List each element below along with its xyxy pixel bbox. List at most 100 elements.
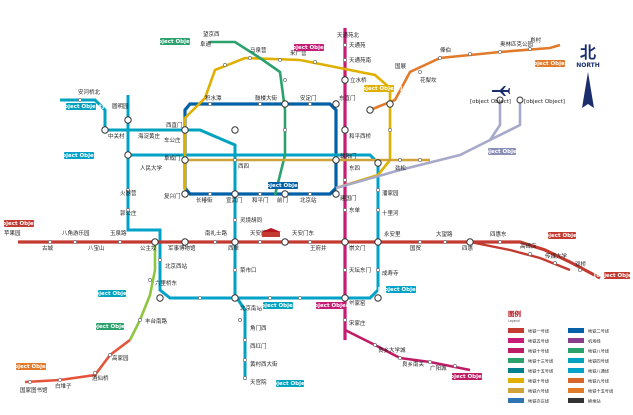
station-label: 白堆子 [55, 382, 72, 390]
legend: 图例 Legend 地铁一号线地铁二号线地铁五号线机场线地铁十号线地铁八号线地铁… [508, 309, 614, 405]
legend-swatch [568, 368, 584, 373]
regular-stations [28, 43, 582, 384]
legend-swatch [508, 398, 524, 403]
legend-label: 地铁八通线 [588, 368, 610, 375]
station-label: 俸伯 [440, 46, 451, 54]
station-label: 苹果园 [4, 229, 21, 237]
station-label: 国展 [395, 63, 407, 70]
legend-swatch [568, 388, 584, 393]
line-badge-label: [object Object] [0, 221, 43, 227]
line-badge-label: [object Object] [444, 374, 491, 380]
station-label: 车公庄 [164, 136, 181, 144]
station-label: 四惠东 [490, 230, 507, 238]
station-label: 北京南站 [240, 304, 263, 312]
legend-label: 地铁九号线 [588, 378, 610, 385]
line-1 [18, 240, 601, 280]
station-label: 良乡大学城 [378, 346, 406, 354]
station-label: 西直门 [166, 121, 183, 129]
line-2-loop [183, 102, 338, 196]
station-label: 公主坟 [140, 244, 157, 252]
station-label: 崇文门 [349, 244, 366, 252]
legend-label: 地铁四号线 [588, 358, 610, 365]
line-badge-label: [object Object] [527, 61, 574, 67]
station-label: 大望路 [436, 230, 453, 238]
station-label: 四惠 [462, 244, 474, 252]
line-9 [128, 242, 157, 341]
station-label: 东单 [349, 206, 361, 214]
legend-title-en: Legend [508, 319, 520, 323]
line-fangshan [24, 338, 131, 384]
north-label-cn: 北 [580, 43, 596, 62]
station-label: 永安里 [384, 230, 401, 238]
line-badge-label: [object Object] [56, 153, 103, 159]
station-label: 广阳城 [430, 364, 447, 372]
station-label: 东直门 [339, 94, 356, 102]
station-label: 高碑店 [520, 242, 537, 250]
station-label: 王府井 [310, 244, 327, 252]
legend-label: 地铁五号线 [528, 338, 550, 345]
station-label: 菜市口 [240, 266, 257, 274]
station-label: 人民大学 [140, 164, 163, 172]
station-label: 南礼士路 [205, 229, 228, 237]
station-label: 劲松 [395, 164, 407, 172]
transfer-stations [101, 76, 474, 302]
station-label: 军事博物馆 [168, 244, 196, 252]
station-label: 安河桥北 [78, 88, 101, 96]
legend-swatch [568, 398, 584, 403]
station-label: 宣武门 [226, 196, 243, 204]
station-label: 建国门 [340, 194, 357, 202]
station-label: 天通苑 [349, 41, 366, 49]
terminal-2-label: [object Object] [470, 99, 511, 105]
station-label: 国家图书馆 [20, 386, 48, 394]
station-label: 花梨坎 [420, 76, 437, 84]
legend-swatch [508, 388, 524, 393]
legend-label: 地铁十号线 [528, 348, 550, 355]
station-label: 立水桥 [350, 76, 367, 84]
legend-swatch [508, 358, 524, 363]
station-label: 双桥 [575, 260, 587, 268]
line-badge-label: [object Object] [539, 233, 586, 239]
line-badge-label: [object Object] [267, 381, 314, 387]
legend-label: 地铁六号线 [528, 388, 550, 395]
station-label: 前门 [277, 196, 288, 204]
station-label: 八宝山 [88, 244, 105, 252]
legend-title: 图例 [508, 309, 522, 318]
line-badge-label: [object Object] [152, 39, 199, 45]
legend-swatch [568, 348, 584, 353]
legend-label: 地铁二号线 [588, 328, 610, 335]
station-label: 火器营 [120, 189, 137, 197]
line-badge-label: [object Object] [308, 303, 355, 309]
station-label: 奥林匹克公园 [500, 40, 534, 48]
station-label: 六里桥东 [155, 279, 178, 287]
legend-swatch [508, 328, 524, 333]
line-badge-label: [object Object] [58, 104, 105, 110]
legend-swatch [568, 378, 584, 383]
tiananmen-icon [261, 228, 281, 237]
legend-swatch [568, 358, 584, 363]
station-label: 和平门 [252, 196, 269, 204]
line-badge-label: [object Object] [89, 291, 136, 297]
legend-swatch [508, 338, 524, 343]
station-label: 天通苑南 [349, 56, 372, 64]
station-label: 成寿寺 [382, 269, 399, 277]
station-label: 酒仙桥 [92, 374, 109, 382]
line-badge-label: [object Object] [378, 287, 425, 293]
legend-swatch [508, 348, 524, 353]
station-label: 良乡南关 [402, 360, 425, 368]
station-label: 丰台南路 [145, 317, 168, 325]
station-label: 阜通 [200, 40, 212, 48]
line-airport [335, 100, 502, 190]
station-label: 来广营 [290, 49, 307, 57]
line-badge-label: [object Object] [255, 303, 302, 309]
station-label: 玉泉路 [110, 229, 127, 237]
station-label: 安定门 [300, 94, 317, 102]
line-badge-label: [object Object] [87, 324, 134, 330]
station-label: 鼓楼大街 [255, 94, 278, 102]
line-badge-label: [object Object] [479, 149, 526, 155]
station-label: 十里河 [382, 209, 399, 217]
line-badges: [object Object] [object Object] [object … [0, 38, 633, 387]
legend-swatch [568, 328, 584, 333]
legend-label: 地铁亦庄线 [528, 398, 550, 405]
line-badge-label: [object Object] [8, 364, 55, 370]
